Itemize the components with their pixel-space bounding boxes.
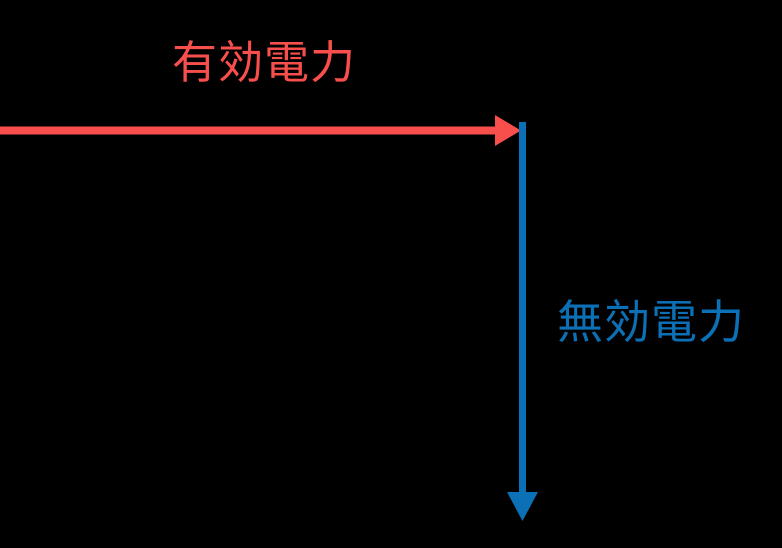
- reactive-power-label: 無効電力: [557, 295, 745, 349]
- active-power-arrow: [0, 115, 521, 146]
- reactive-power-arrow: [507, 122, 538, 521]
- active-power-arrowhead-right-icon: [495, 115, 521, 146]
- reactive-power-arrowhead-down-icon: [507, 492, 538, 521]
- active-power-label: 有効電力: [172, 36, 357, 89]
